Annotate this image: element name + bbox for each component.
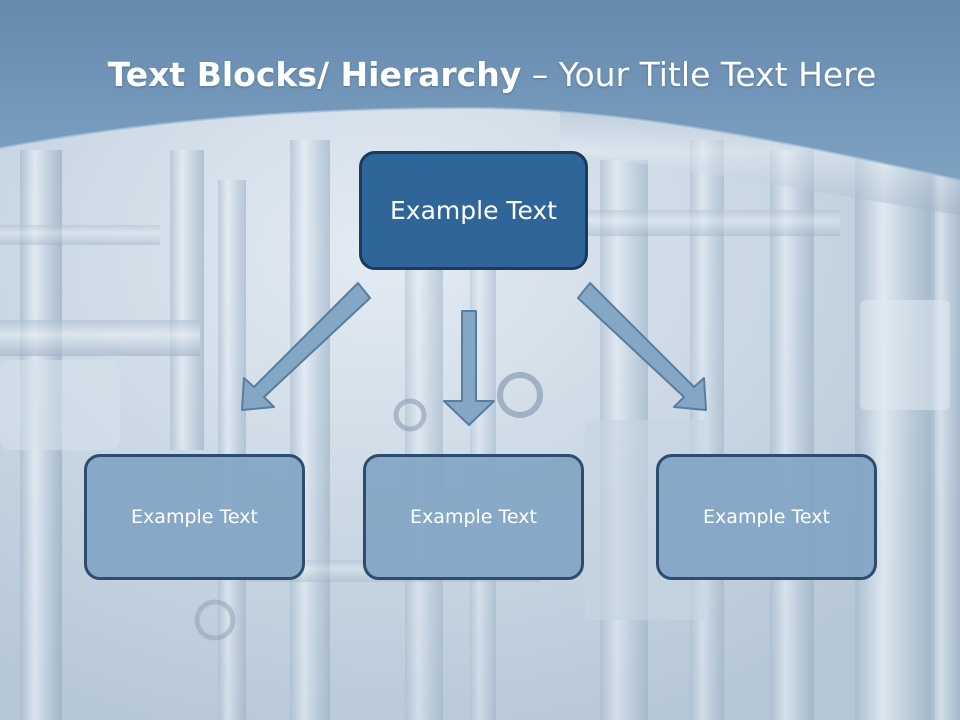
child-text-block-left[interactable]: Example Text <box>84 454 305 580</box>
arrow-left <box>241 282 371 411</box>
child-text-block-label: Example Text <box>703 506 830 528</box>
title-rest-text: – Your Title Text Here <box>521 55 877 94</box>
title-bold-text: Text Blocks/ Hierarchy <box>107 55 522 94</box>
root-text-block-label: Example Text <box>390 196 557 225</box>
child-text-block-label: Example Text <box>131 506 258 528</box>
child-text-block-label: Example Text <box>410 506 537 528</box>
slide-title: Text Blocks/ Hierarchy – Your Title Text… <box>0 52 960 98</box>
child-text-block-right[interactable]: Example Text <box>656 454 877 580</box>
root-text-block[interactable]: Example Text <box>359 151 588 270</box>
arrow-right <box>577 282 707 411</box>
arrow-center <box>443 310 495 426</box>
child-text-block-center[interactable]: Example Text <box>363 454 584 580</box>
